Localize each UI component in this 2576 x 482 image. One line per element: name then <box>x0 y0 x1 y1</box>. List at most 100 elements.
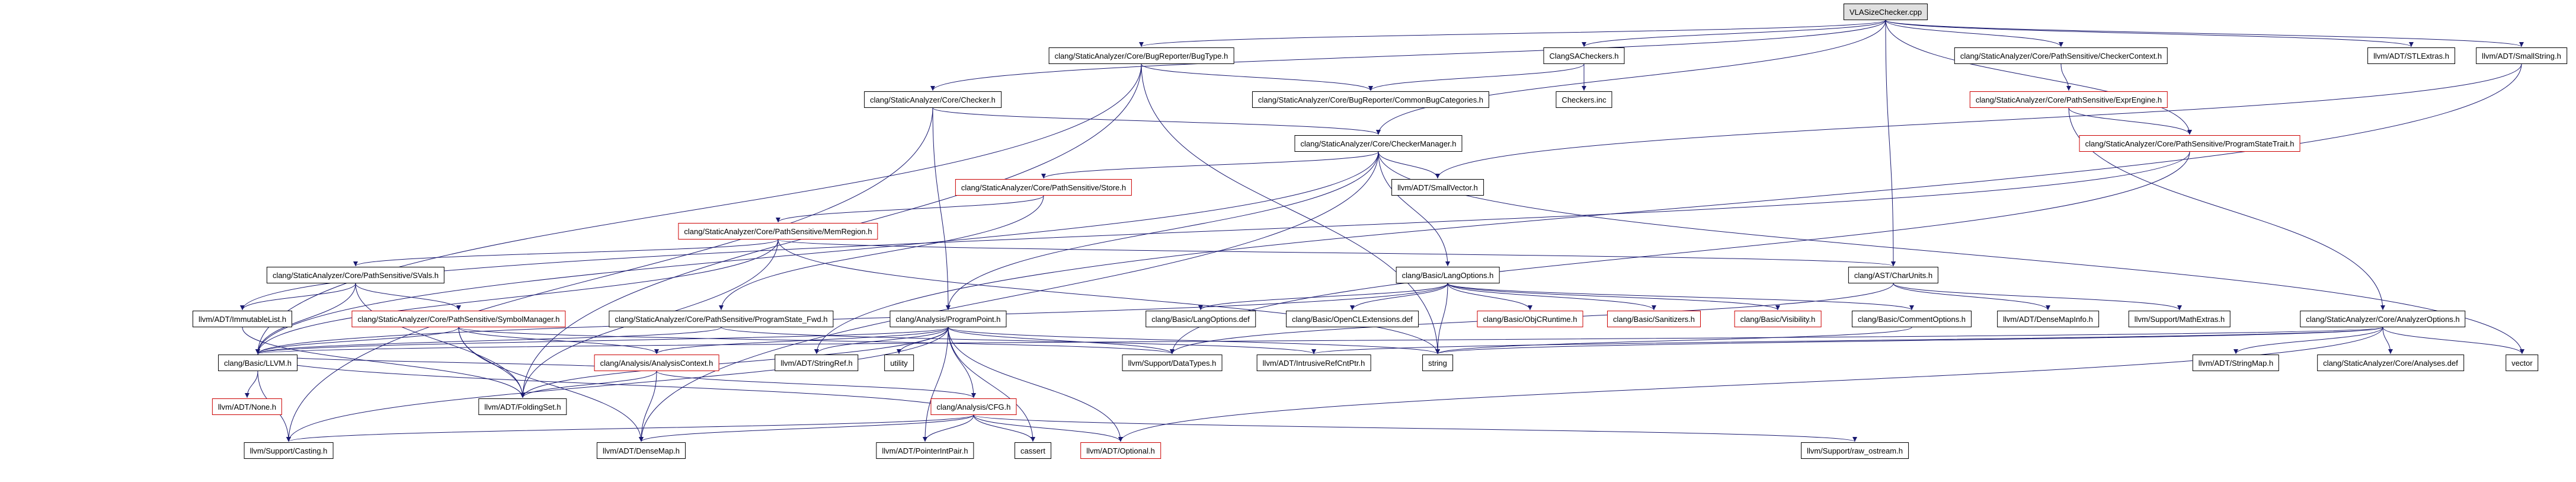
graph-node-commonbugcat[interactable]: clang/StaticAnalyzer/Core/BugReporter/Co… <box>1252 91 1490 108</box>
include-edge-analyzeroptions-to-llvmh <box>256 327 2383 355</box>
graph-node-symbolmanager[interactable]: clang/StaticAnalyzer/Core/PathSensitive/… <box>351 311 566 327</box>
include-edge-cpp-to-checkermanager <box>1376 20 1886 135</box>
graph-node-store[interactable]: clang/StaticAnalyzer/Core/PathSensitive/… <box>955 179 1132 196</box>
graph-node-densemap[interactable]: llvm/ADT/DenseMap.h <box>596 442 686 459</box>
include-edge-programpoint-to-stringref <box>814 327 949 355</box>
include-edge-progstatefwd-to-intrusiverefcntptr <box>721 327 1316 355</box>
graph-node-checkersinc[interactable]: Checkers.inc <box>1556 91 1612 108</box>
include-edge-analyzeroptions-to-optional <box>1118 327 2383 442</box>
include-edge-analyzeroptions-to-intrusiverefcntptr <box>1311 327 2383 355</box>
graph-node-stlextras[interactable]: llvm/ADT/STLExtras.h <box>2367 47 2455 64</box>
include-edge-langoptions-to-objcruntime <box>1447 283 1532 311</box>
graph-node-charunits[interactable]: clang/AST/CharUnits.h <box>1848 267 1939 283</box>
graph-node-cpp[interactable]: VLASizeChecker.cpp <box>1843 4 1928 20</box>
graph-node-progstatefwd[interactable]: clang/StaticAnalyzer/Core/PathSensitive/… <box>609 311 834 327</box>
graph-node-utility[interactable]: utility <box>884 355 914 371</box>
include-edge-commentoptions-to-stringh <box>1435 327 1912 355</box>
include-edge-checkermanager-to-smallvector <box>1378 151 1440 179</box>
graph-node-langoptions[interactable]: clang/Basic/LangOptions.h <box>1396 267 1500 283</box>
include-edge-checkermanager-to-store <box>1041 151 1379 179</box>
graph-node-noneh[interactable]: llvm/ADT/None.h <box>212 398 283 415</box>
include-edge-cfg-to-densemap <box>639 414 974 442</box>
include-edge-svals-to-foldingset <box>355 283 525 398</box>
include-edge-langoptions-to-stringh <box>1435 283 1448 355</box>
graph-node-analyzeroptions[interactable]: clang/StaticAnalyzer/Core/AnalyzerOption… <box>2300 311 2466 327</box>
graph-node-memregion[interactable]: clang/StaticAnalyzer/Core/PathSensitive/… <box>678 223 878 240</box>
graph-node-smallstring[interactable]: llvm/ADT/SmallString.h <box>2476 47 2567 64</box>
include-edge-progstatefwd-to-llvmh <box>255 327 722 355</box>
graph-node-checkercontext[interactable]: clang/StaticAnalyzer/Core/PathSensitive/… <box>1954 47 2168 64</box>
include-edge-programstatetrait-to-immutablelist <box>240 151 2190 311</box>
include-edge-cfg-to-casting <box>286 414 974 442</box>
graph-node-stringh[interactable]: string <box>1422 355 1453 371</box>
include-edge-cpp-to-stlextras <box>1885 20 2414 47</box>
graph-node-rawostream[interactable]: llvm/Support/raw_ostream.h <box>1801 442 1909 459</box>
graph-node-llvmh[interactable]: clang/Basic/LLVM.h <box>218 355 297 371</box>
graph-node-pointerintpair[interactable]: llvm/ADT/PointerIntPair.h <box>876 442 974 459</box>
graph-node-optional[interactable]: llvm/ADT/Optional.h <box>1080 442 1161 459</box>
include-edge-cfg-to-optional <box>973 414 1123 442</box>
graph-node-langoptdef[interactable]: clang/Basic/LangOptions.def <box>1145 311 1256 327</box>
graph-node-visibility[interactable]: clang/Basic/Visibility.h <box>1734 311 1822 327</box>
graph-node-checkermanager[interactable]: clang/StaticAnalyzer/Core/CheckerManager… <box>1294 135 1463 152</box>
graph-node-svals[interactable]: clang/StaticAnalyzer/Core/PathSensitive/… <box>266 267 445 283</box>
include-edge-cfg-to-casserth <box>973 414 1035 442</box>
include-edge-memregion-to-charunits <box>777 239 1896 267</box>
include-edge-cfg-to-rawostream <box>973 414 1857 442</box>
graph-node-clangsacheckers[interactable]: ClangSACheckers.h <box>1543 47 1625 64</box>
include-edge-clangsacheckers-to-commonbugcat <box>1368 63 1585 91</box>
graph-node-stringmap[interactable]: llvm/ADT/StringMap.h <box>2192 355 2280 371</box>
graph-node-intrusiverefcntptr[interactable]: llvm/ADT/IntrusiveRefCntPtr.h <box>1256 355 1371 371</box>
graph-node-densemapinfo[interactable]: llvm/ADT/DenseMapInfo.h <box>1997 311 2099 327</box>
include-edge-programpoint-to-utility <box>897 327 949 355</box>
graph-node-programpoint[interactable]: clang/Analysis/ProgramPoint.h <box>889 311 1007 327</box>
graph-node-programstatetrait[interactable]: clang/StaticAnalyzer/Core/PathSensitive/… <box>2079 135 2300 152</box>
graph-node-mathextras[interactable]: llvm/Support/MathExtras.h <box>2128 311 2231 327</box>
include-edge-cfg-to-llvmh <box>255 353 974 416</box>
include-edge-programpoint-to-llvmh <box>255 327 949 355</box>
include-edge-llvmh-to-noneh <box>245 371 258 398</box>
graph-node-opencldef[interactable]: clang/Basic/OpenCLExtensions.def <box>1286 311 1419 327</box>
graph-node-smallvector[interactable]: llvm/ADT/SmallVector.h <box>1391 179 1484 196</box>
include-edge-store-to-progstatefwd <box>719 195 1044 311</box>
graph-node-checker[interactable]: clang/StaticAnalyzer/Core/Checker.h <box>864 91 1001 108</box>
graph-node-datatypes[interactable]: llvm/Support/DataTypes.h <box>1122 355 1223 371</box>
include-edge-cpp-to-charunits <box>1885 20 1896 267</box>
graph-node-exprengine[interactable]: clang/StaticAnalyzer/Core/PathSensitive/… <box>1969 91 2168 108</box>
include-edge-cpp-to-checkercontext <box>1885 20 2063 47</box>
graph-node-commentoptions[interactable]: clang/Basic/CommentOptions.h <box>1851 311 1972 327</box>
include-edge-store-to-memregion <box>776 195 1044 223</box>
include-edge-cpp-to-clangsacheckers <box>1582 20 1886 47</box>
include-edge-svals-to-immutablelist <box>240 283 356 311</box>
include-edge-programpoint-to-stringh <box>948 327 1440 355</box>
include-edge-bugtype-to-commonbugcat <box>1141 63 1373 91</box>
include-edge-programpoint-to-optional <box>948 327 1123 442</box>
include-edge-bugtype-to-stringh <box>1141 63 1440 355</box>
include-edge-cfg-to-pointerintpair <box>923 414 974 442</box>
graph-node-immutablelist[interactable]: llvm/ADT/ImmutableList.h <box>192 311 293 327</box>
graph-node-foldingset[interactable]: llvm/ADT/FoldingSet.h <box>478 398 567 415</box>
include-edge-analysiscontext-to-cfg <box>656 371 976 398</box>
graph-node-stringref[interactable]: llvm/ADT/StringRef.h <box>775 355 859 371</box>
include-edge-programpoint-to-analysiscontext <box>654 327 949 355</box>
include-edge-langoptions-to-opencldef <box>1350 283 1448 311</box>
include-edge-cpp-to-programstatetrait <box>1885 20 2192 135</box>
include-edge-memregion-to-svals <box>353 239 779 267</box>
graph-node-casserth[interactable]: cassert <box>1015 442 1051 459</box>
include-edge-checker-to-checkermanager <box>932 107 1381 135</box>
include-edge-checker-to-programpoint <box>932 107 951 311</box>
include-edge-bugtype-to-llvmh <box>255 63 1142 355</box>
include-edge-analysiscontext-to-densemap <box>639 371 657 442</box>
graph-node-vectorh[interactable]: vector <box>2505 355 2539 371</box>
graph-node-sanitizers[interactable]: clang/Basic/Sanitizers.h <box>1607 311 1701 327</box>
graph-node-analysiscontext[interactable]: clang/Analysis/AnalysisContext.h <box>594 355 719 371</box>
graph-node-bugtype[interactable]: clang/StaticAnalyzer/Core/BugReporter/Bu… <box>1048 47 1234 64</box>
graph-node-objcruntime[interactable]: clang/Basic/ObjCRuntime.h <box>1477 311 1583 327</box>
graph-node-analysesdef[interactable]: clang/StaticAnalyzer/Core/Analyses.def <box>2317 355 2464 371</box>
graph-node-casting[interactable]: llvm/Support/Casting.h <box>244 442 334 459</box>
include-edge-langoptions-to-visibility <box>1447 283 1780 311</box>
include-edge-checkermanager-to-densemap <box>639 151 1379 442</box>
graph-node-cfg[interactable]: clang/Analysis/CFG.h <box>930 398 1017 415</box>
